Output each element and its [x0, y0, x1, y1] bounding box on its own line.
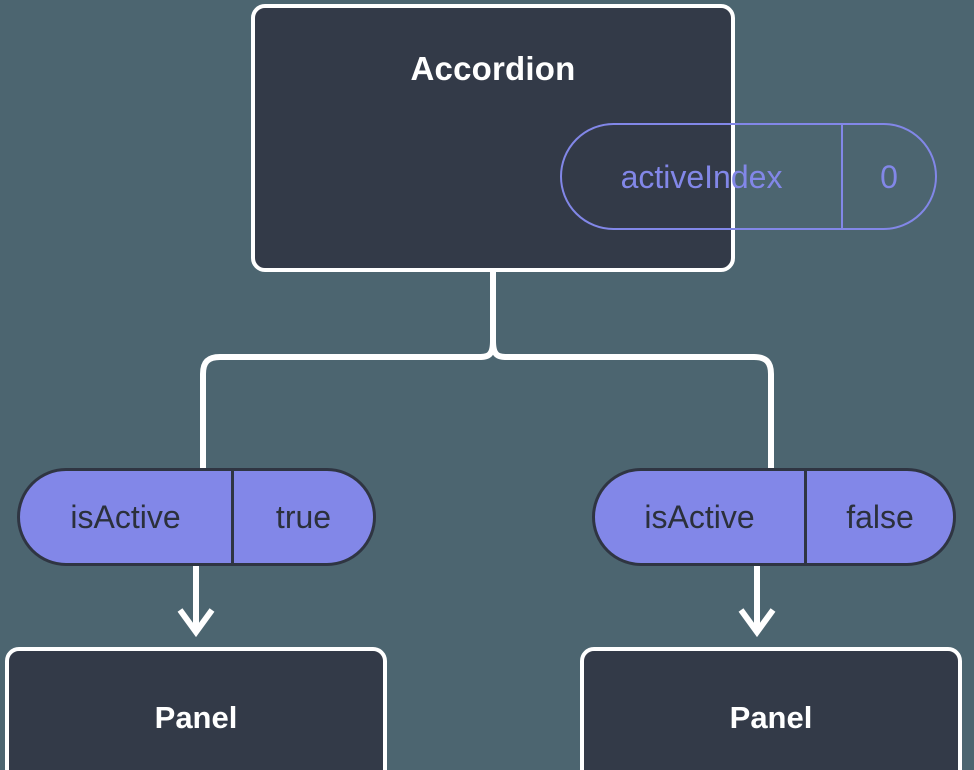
- state-pill-key: activeIndex: [562, 125, 843, 228]
- prop-pill-right-key: isActive: [595, 471, 807, 563]
- prop-pill-left-value: true: [275, 499, 332, 535]
- component-node-accordion[interactable]: Accordion activeIndex 0: [251, 4, 937, 272]
- state-pill-active-index[interactable]: activeIndex 0: [560, 123, 937, 230]
- prop-pill-is-active-true[interactable]: isActive true: [17, 468, 376, 566]
- component-node-panel-right[interactable]: Panel: [580, 647, 962, 770]
- component-node-accordion-title: Accordion: [410, 50, 576, 87]
- prop-pill-left-key: isActive: [20, 471, 234, 563]
- connector-root-to-right-pill: [490, 340, 774, 470]
- prop-pill-is-active-false[interactable]: isActive false: [592, 468, 956, 566]
- component-node-panel-left[interactable]: Panel: [5, 647, 387, 770]
- connector-root-to-left-pill: [200, 340, 496, 470]
- arrowhead-right-panel: [738, 608, 776, 638]
- arrowhead-left-panel: [177, 608, 215, 638]
- component-node-panel-left-title: Panel: [154, 699, 238, 735]
- state-pill-value: 0: [880, 158, 898, 195]
- prop-pill-right-value: false: [846, 499, 914, 535]
- component-node-panel-right-title: Panel: [729, 699, 813, 735]
